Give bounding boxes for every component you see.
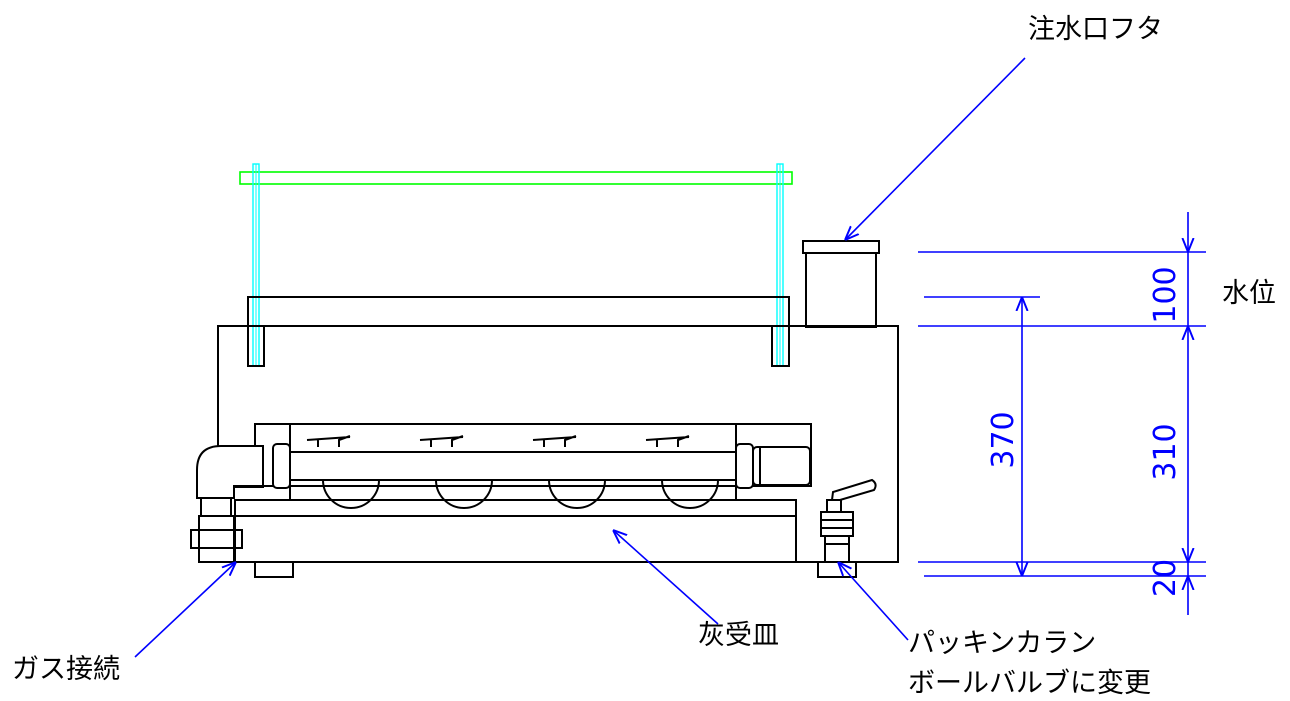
ash-tray [234, 499, 797, 562]
leader-fill-cap [845, 57, 1026, 240]
label-fill-cap: 注水口フタ [1028, 14, 1163, 45]
label-water-level: 水位 [1222, 278, 1276, 309]
leader-ash-tray [613, 530, 719, 625]
burner-section [232, 423, 812, 509]
support-rod-left [252, 163, 260, 367]
label-packing-cock: パッキンカラン [908, 628, 1096, 659]
drain-ball-valve [820, 478, 877, 563]
top-cover-bar [239, 171, 793, 185]
label-gas-connection: ガス接続 [12, 654, 120, 685]
leader-drain-cock [838, 562, 909, 641]
gas-elbow-fitting [190, 445, 264, 563]
label-ball-valve-change: ボールバルブに変更 [908, 668, 1151, 699]
dim-20-text: 20 [1148, 559, 1183, 597]
label-ash-tray: 灰受皿 [698, 620, 779, 651]
dim-310-text: 310 [1148, 423, 1183, 480]
support-rod-right [776, 163, 784, 367]
leader-gas-connection [134, 562, 236, 658]
lid-frame [247, 296, 790, 367]
dimension-lines [918, 212, 1206, 615]
dim-100-text: 100 [1148, 266, 1183, 323]
water-fill-port [802, 240, 880, 328]
dim-370-text: 370 [986, 411, 1021, 468]
